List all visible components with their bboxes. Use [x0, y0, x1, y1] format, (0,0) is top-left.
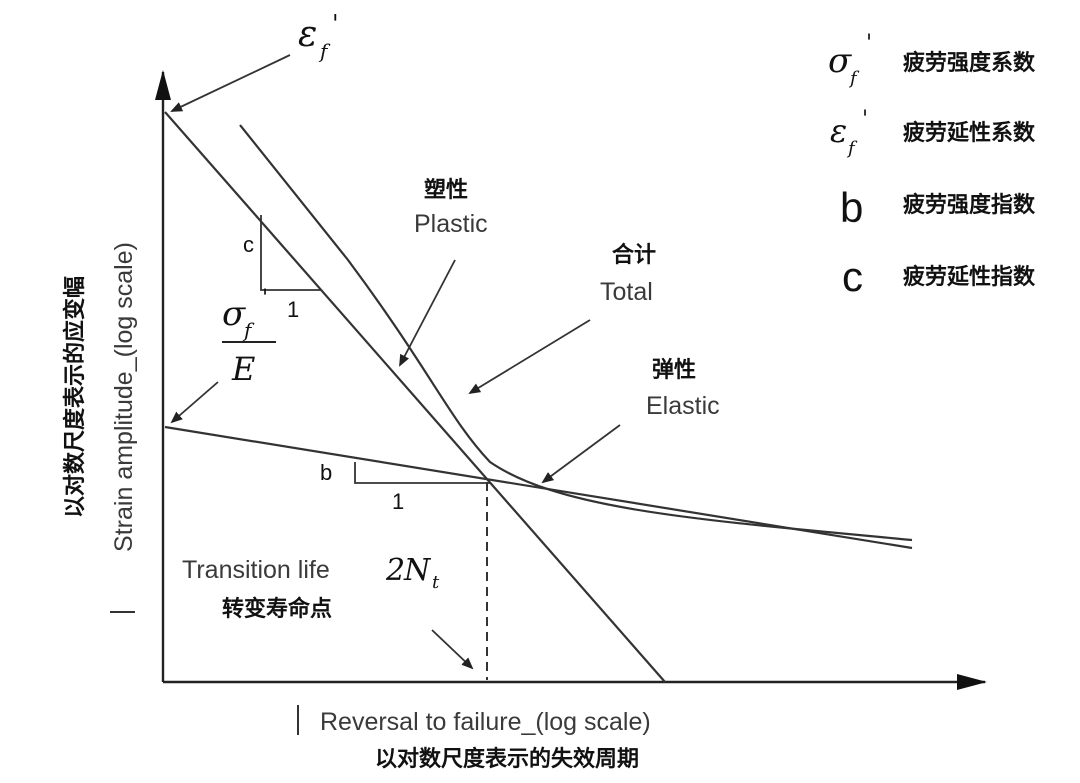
elastic-intercept-arrow	[170, 381, 219, 424]
svg-text:': '	[332, 10, 339, 38]
plastic-intercept-label: ε f '	[298, 10, 339, 63]
x-axis-label-cn: 以对数尺度表示的失效周期	[375, 746, 639, 772]
y-axis-label: Strain amplitude_(log scale)	[110, 242, 138, 552]
svg-text:': '	[262, 286, 268, 311]
total-curve	[239, 124, 913, 542]
svg-text:2: 2	[385, 553, 405, 588]
elastic-pointer-arrow	[541, 424, 621, 484]
plastic-pointer-arrow	[399, 259, 456, 367]
legend-item-sigma: σ f ' 疲劳强度系数	[828, 31, 1036, 89]
svg-text:f: f	[848, 68, 860, 89]
svg-text:E: E	[231, 350, 255, 388]
plastic-intercept-arrow	[170, 54, 291, 112]
svg-text:t: t	[432, 572, 440, 593]
svg-text:疲劳延性系数: 疲劳延性系数	[903, 120, 1036, 146]
elastic-label-cn: 弹性	[652, 358, 696, 383]
elastic-label-en: Elastic	[646, 392, 720, 420]
elastic-slope-rise-label: b	[320, 460, 332, 485]
svg-text:疲劳强度指数: 疲劳强度指数	[903, 192, 1036, 218]
transition-life-label: Transition life	[182, 556, 330, 584]
svg-text:b: b	[840, 184, 863, 231]
elastic-slope-triangle	[354, 462, 490, 484]
svg-text:疲劳延性指数: 疲劳延性指数	[903, 264, 1036, 290]
legend-item-c: c 疲劳延性指数	[842, 253, 1036, 300]
svg-text:N: N	[403, 553, 432, 588]
transition-life-label-cn: 转变寿命点	[222, 596, 332, 622]
svg-text:': '	[862, 107, 868, 132]
total-pointer-arrow	[468, 319, 591, 395]
transition-life-symbol: 2 N t	[385, 553, 440, 593]
svg-text:疲劳强度系数: 疲劳强度系数	[903, 50, 1036, 76]
elastic-slope-run-label: 1	[392, 489, 404, 514]
transition-pointer-arrow	[431, 629, 474, 670]
plastic-line	[164, 111, 666, 683]
y-axis-label-cn: 以对数尺度表示的应变幅	[62, 276, 88, 518]
svg-text:σ: σ	[222, 294, 246, 334]
total-label-en: Total	[600, 278, 653, 306]
svg-text:': '	[866, 31, 872, 56]
plastic-slope-triangle	[260, 215, 321, 291]
plastic-label-en: Plastic	[414, 210, 488, 238]
svg-text:ε: ε	[830, 112, 847, 150]
svg-text:f: f	[318, 39, 331, 63]
total-label-cn: 合计	[612, 242, 656, 268]
legend-item-b: b 疲劳强度指数	[840, 184, 1036, 231]
svg-text:c: c	[842, 253, 863, 300]
svg-text:σ: σ	[828, 41, 852, 81]
svg-text:ε: ε	[298, 14, 317, 55]
legend: σ f ' 疲劳强度系数 ε f ' 疲劳延性系数 b 疲劳强度指数 c 疲劳延…	[828, 31, 1036, 300]
plastic-slope-rise-label: c	[243, 232, 254, 257]
svg-text:f: f	[846, 138, 858, 159]
x-axis-label: Reversal to failure_(log scale)	[320, 708, 651, 736]
plastic-slope-run-label: 1	[287, 297, 299, 322]
svg-text:f: f	[242, 318, 255, 342]
elastic-intercept-label: σ f ' E	[222, 286, 276, 388]
plastic-label-cn: 塑性	[424, 178, 468, 203]
legend-item-epsilon: ε f ' 疲劳延性系数	[830, 107, 1036, 159]
